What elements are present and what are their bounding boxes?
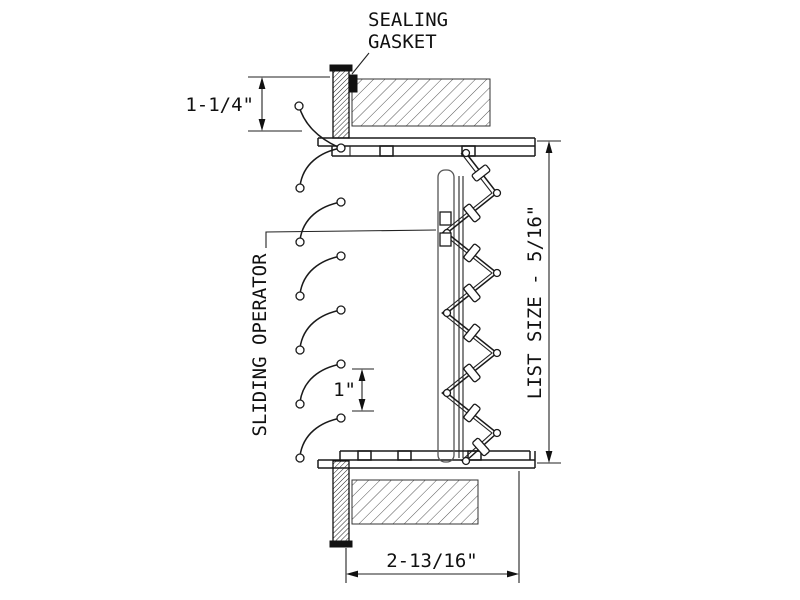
- bottom-frame-clip: [467, 450, 482, 461]
- louver-blades: [294, 101, 346, 463]
- sealing-gasket-label-line1: SEALING: [368, 9, 448, 31]
- bottom-jamb-leg: [332, 460, 350, 544]
- operator-handle: [439, 211, 452, 226]
- operator-handle: [439, 232, 452, 247]
- top-frame-clip: [379, 145, 394, 157]
- top-jamb-leg: [332, 69, 350, 139]
- label-sealing-gasket: SEALING GASKET: [351, 9, 448, 75]
- bottom-jamb-cap: [329, 540, 353, 548]
- list-size-dim-text: LIST SIZE - 5/16": [524, 205, 546, 399]
- bottom-frame-extrusion: [317, 450, 536, 469]
- top-frame-extrusion: [317, 137, 536, 157]
- dim-blade-gap: 1": [333, 368, 374, 412]
- bottom-wall-hatch: [351, 479, 479, 525]
- slide-rail: [437, 169, 455, 463]
- bottom-wall-section: [329, 460, 479, 548]
- sealing-gasket-label-line2: GASKET: [368, 31, 437, 53]
- bottom-width-dim-text: 2-13/16": [386, 550, 478, 572]
- top-wall-section: [329, 64, 491, 139]
- top-jamb-cap: [329, 64, 353, 72]
- top-left-dim-text: 1-1/4": [185, 94, 254, 116]
- top-wall-hatch: [351, 78, 491, 127]
- dim-bottom-width: 2-13/16": [345, 471, 520, 583]
- sliding-operator-label: SLIDING OPERATOR: [249, 253, 271, 437]
- label-sliding-operator: SLIDING OPERATOR: [249, 229, 437, 437]
- dim-list-size: LIST SIZE - 5/16": [524, 140, 561, 464]
- blade-gap-dim-text: 1": [333, 379, 356, 401]
- sealing-gasket-part: [348, 74, 358, 93]
- bottom-frame-clip: [397, 450, 412, 461]
- operator-linkage: [437, 148, 502, 466]
- sealing-gasket-leader: [351, 52, 370, 75]
- bottom-frame-clip: [357, 450, 372, 461]
- dim-top-left: 1-1/4": [185, 76, 330, 132]
- sliding-operator-leader: [265, 229, 437, 248]
